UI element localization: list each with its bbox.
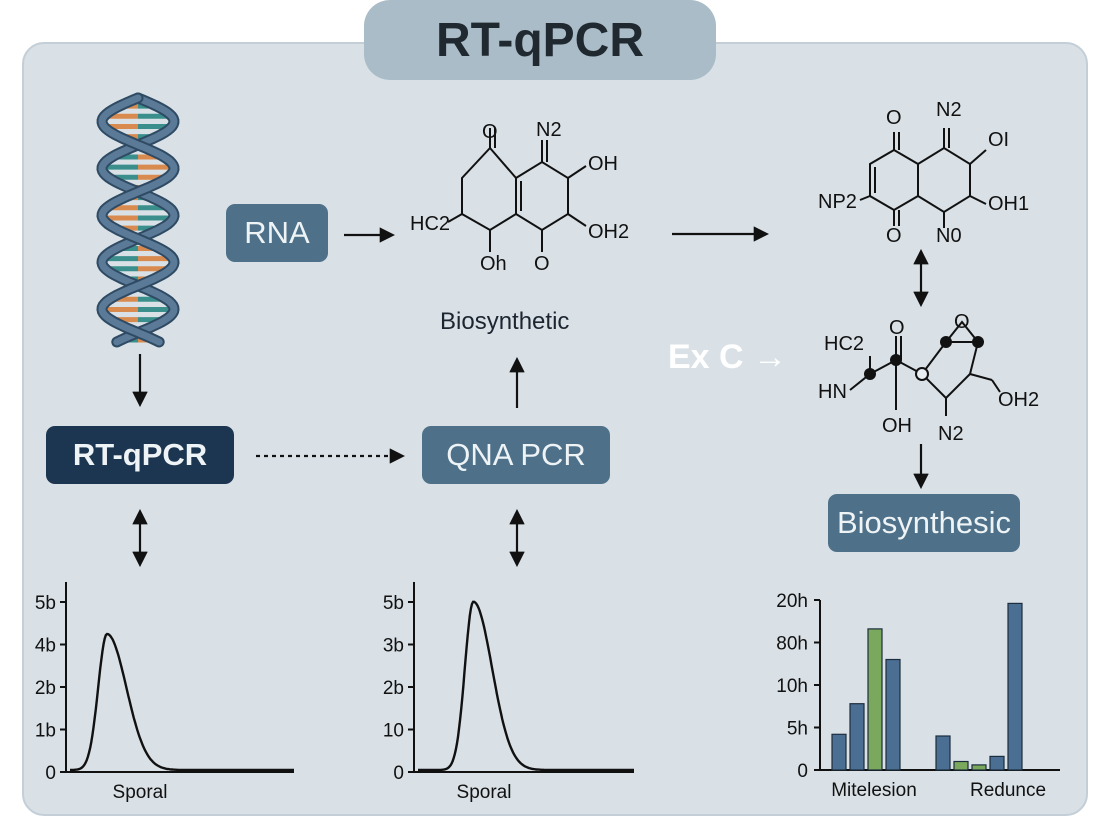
dna-strand [98, 94, 178, 346]
qna-pcr-box: QNA PCR [422, 426, 610, 484]
biosynthesic-box: Biosynthesic [828, 494, 1020, 552]
ex-c-label: Ex C → [668, 338, 788, 376]
mol1-atom-o-lower: O [534, 253, 550, 275]
mol2-atom-oi: OI [988, 129, 1009, 151]
dna-strand [98, 94, 178, 346]
bar [953, 760, 969, 771]
mol1-atom-n2: N2 [536, 119, 562, 141]
y-tick-label: 5b [383, 593, 404, 614]
x-axis-label: Sporal [113, 782, 168, 803]
mol1-atom-oh-lower: Oh [480, 253, 507, 275]
bar [935, 735, 951, 771]
curve-line [418, 600, 634, 772]
rna-box: RNA [226, 204, 328, 262]
y-tick-label: 10h [776, 676, 808, 697]
mol2-atom-n2: N2 [936, 99, 962, 121]
mol1-atom-hc2: HC2 [410, 213, 450, 235]
mol3-atom-o-ring: O [954, 311, 970, 333]
bar [971, 764, 987, 771]
y-tick-label: 3b [383, 636, 404, 657]
y-tick-label: 0 [45, 763, 56, 784]
mol1-atom-oh2: OH2 [588, 221, 629, 243]
mol2-atom-oh1: OH1 [988, 193, 1029, 215]
y-tick-label: 2b [383, 678, 404, 699]
biosynthetic-label: Biosynthetic [440, 308, 570, 335]
mol1-atom-o: O [482, 121, 498, 143]
x-category-label: Mitelesion [831, 780, 917, 801]
mol1-atom-oh: OH [588, 153, 618, 175]
y-tick-label: 80h [776, 634, 808, 655]
bar [831, 733, 847, 771]
mol2-atom-o-lower: O [886, 225, 902, 247]
rt-qpcr-box: RT-qPCR [46, 426, 234, 484]
bar [885, 658, 901, 771]
y-tick-label: 5h [787, 719, 808, 740]
y-tick-label: 4b [35, 636, 56, 657]
y-tick-label: 0 [797, 761, 808, 782]
x-category-label: Redunce [970, 780, 1046, 801]
mol2-atom-o: O [886, 107, 902, 129]
bar [989, 755, 1005, 771]
mol2-atom-n0: N0 [936, 225, 962, 247]
mol3-atom-o: O [889, 317, 905, 339]
y-tick-label: 20h [776, 591, 808, 612]
y-tick-label: 2b [35, 678, 56, 699]
y-tick-label: 10 [383, 721, 404, 742]
diagram-title: RT-qPCR [364, 0, 716, 80]
x-axis-label: Sporal [457, 782, 512, 803]
mol3-atom-oh: OH [882, 415, 912, 437]
mol3-atom-n2: N2 [938, 423, 964, 445]
mol3-atom-oh2: OH2 [998, 389, 1039, 411]
bar [1007, 602, 1023, 771]
y-tick-label: 5b [35, 593, 56, 614]
mol3-atom-hc2: HC2 [824, 333, 864, 355]
y-tick-label: 1b [35, 721, 56, 742]
mol3-atom-hn: HN [818, 381, 847, 403]
bar [849, 703, 865, 771]
y-tick-label: 0 [393, 763, 404, 784]
mol2-atom-np2: NP2 [818, 191, 857, 213]
curve-line [70, 632, 294, 772]
bar [867, 628, 883, 771]
